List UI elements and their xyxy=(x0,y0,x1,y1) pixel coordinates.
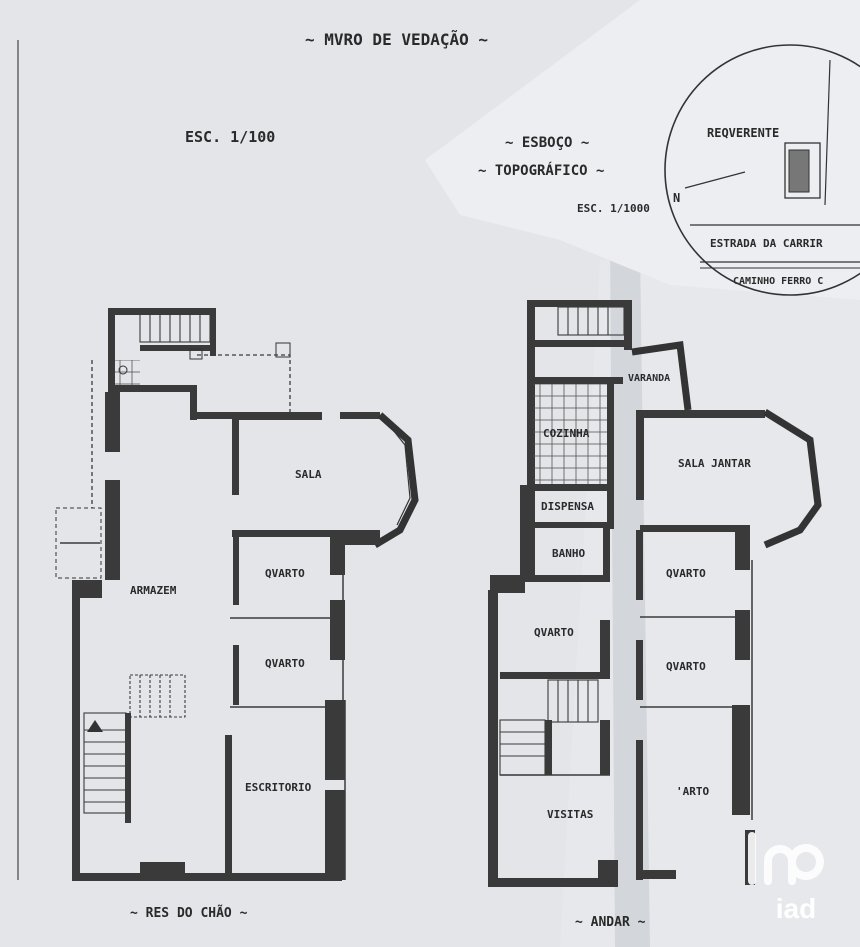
iad-logo-icon xyxy=(748,832,824,885)
kitchen-tiles xyxy=(533,384,608,484)
topo-building-hatched xyxy=(788,149,810,193)
wall-title: ~ MVRO DE VEDAÇÃO ~ xyxy=(305,30,488,49)
iad-watermark: iad xyxy=(748,832,824,924)
topo-circle xyxy=(664,44,860,296)
ground-floor-plan: SALA QVARTO QVARTO ARMAZEM ESCRITORIO ~ … xyxy=(55,308,419,921)
north-arrow-icon xyxy=(684,171,746,189)
room-quarto-label: QVARTO xyxy=(534,626,574,639)
topo-title-line1: ~ ESBOÇO ~ xyxy=(505,135,589,151)
room-dispensa-label: DISPENSA xyxy=(541,500,594,513)
topo-lot-outline xyxy=(784,142,821,199)
upper-stairs-top xyxy=(557,306,625,336)
room-cozinha-label: COZINHA xyxy=(543,427,590,440)
room-varanda-label: VARANDA xyxy=(628,373,670,384)
ground-side-annex xyxy=(55,507,102,579)
ground-floor-caption: ~ RES DO CHÃO ~ xyxy=(130,905,248,921)
topographic-sketch: ~ ESBOÇO ~ ~ TOPOGRÁFICO ~ ESC. 1/1000 R… xyxy=(478,44,860,296)
room-quarto-label: 'ARTO xyxy=(676,785,709,798)
room-banho-label: BANHO xyxy=(552,547,585,560)
topo-scale-label: ESC. 1/1000 xyxy=(577,202,650,215)
topo-title-line2: ~ TOPOGRÁFICO ~ xyxy=(478,162,604,179)
north-label: N xyxy=(673,191,680,205)
main-scale-label: ESC. 1/100 xyxy=(185,128,275,146)
room-escritorio-label: ESCRITORIO xyxy=(245,781,312,794)
ground-stairs-top xyxy=(139,311,211,343)
upper-floor-caption: ~ ANDAR ~ xyxy=(575,915,646,930)
room-sala-jantar-label: SALA JANTAR xyxy=(678,457,751,470)
room-quarto-label: QVARTO xyxy=(666,567,706,580)
topo-road-label: ESTRADA DA CARRIR xyxy=(710,237,823,250)
room-visitas-label: VISITAS xyxy=(547,808,593,821)
room-quarto-label: QVARTO xyxy=(666,660,706,673)
room-sala-label: SALA xyxy=(295,468,322,481)
room-quarto-label: QVARTO xyxy=(265,567,305,580)
topo-railway-label: CAMINHO FERRO C xyxy=(733,276,823,287)
watermark-text: iad xyxy=(776,893,816,924)
topo-lot-line xyxy=(824,59,831,206)
upper-stairs-main xyxy=(499,679,599,776)
topo-requerente-label: REQVERENTE xyxy=(707,126,779,140)
room-armazem-label: ARMAZEM xyxy=(130,584,177,597)
room-quarto-label: QVARTO xyxy=(265,657,305,670)
